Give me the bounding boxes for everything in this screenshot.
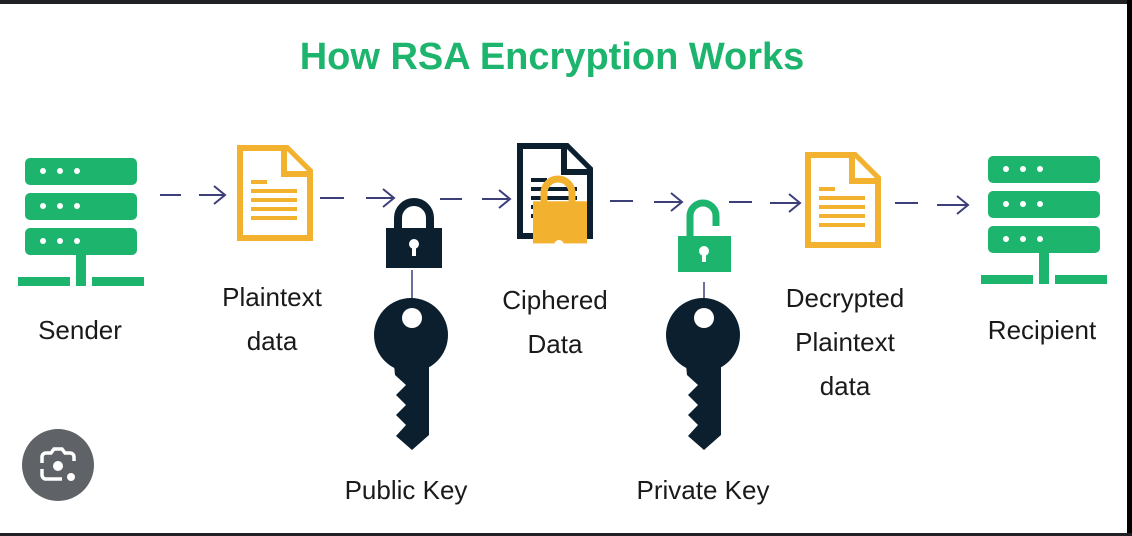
arrow-5 bbox=[729, 193, 802, 213]
ciphered-label-line2: Data bbox=[527, 329, 583, 359]
decrypted-label-line2: Plaintext bbox=[795, 327, 895, 357]
plaintext-label-line1: Plaintext bbox=[222, 282, 322, 312]
private-key-label: Private Key bbox=[636, 475, 770, 505]
ciphered-label-line1: Ciphered bbox=[502, 285, 608, 315]
plaintext-document-icon bbox=[237, 145, 313, 241]
window-right-border bbox=[1127, 0, 1132, 536]
plaintext-label-line2: data bbox=[246, 326, 298, 356]
sender-server-icon bbox=[18, 158, 144, 286]
arrow-6 bbox=[895, 195, 970, 215]
arrow-2 bbox=[320, 188, 396, 208]
lock-open-icon bbox=[678, 199, 731, 272]
sender-label: Sender bbox=[38, 315, 122, 345]
decrypted-document-icon bbox=[805, 152, 881, 248]
public-key-label: Public Key bbox=[344, 475, 468, 505]
private-key-icon bbox=[666, 282, 740, 450]
recipient-label: Recipient bbox=[987, 315, 1097, 345]
ciphered-document-icon bbox=[517, 143, 593, 256]
diagram-title: How RSA Encryption Works bbox=[299, 36, 805, 78]
window-bottom-border bbox=[0, 533, 1132, 536]
window-top-border bbox=[0, 0, 1132, 4]
decrypted-label-line3: data bbox=[819, 371, 871, 401]
arrow-4 bbox=[610, 192, 684, 212]
lock-closed-icon bbox=[386, 198, 442, 268]
google-lens-icon bbox=[40, 447, 76, 481]
arrow-3 bbox=[440, 189, 512, 209]
google-lens-button[interactable] bbox=[22, 429, 94, 501]
arrow-1 bbox=[160, 185, 227, 205]
decrypted-label-line1: Decrypted bbox=[785, 283, 905, 313]
public-key-icon bbox=[374, 270, 448, 450]
recipient-server-icon bbox=[981, 156, 1107, 284]
